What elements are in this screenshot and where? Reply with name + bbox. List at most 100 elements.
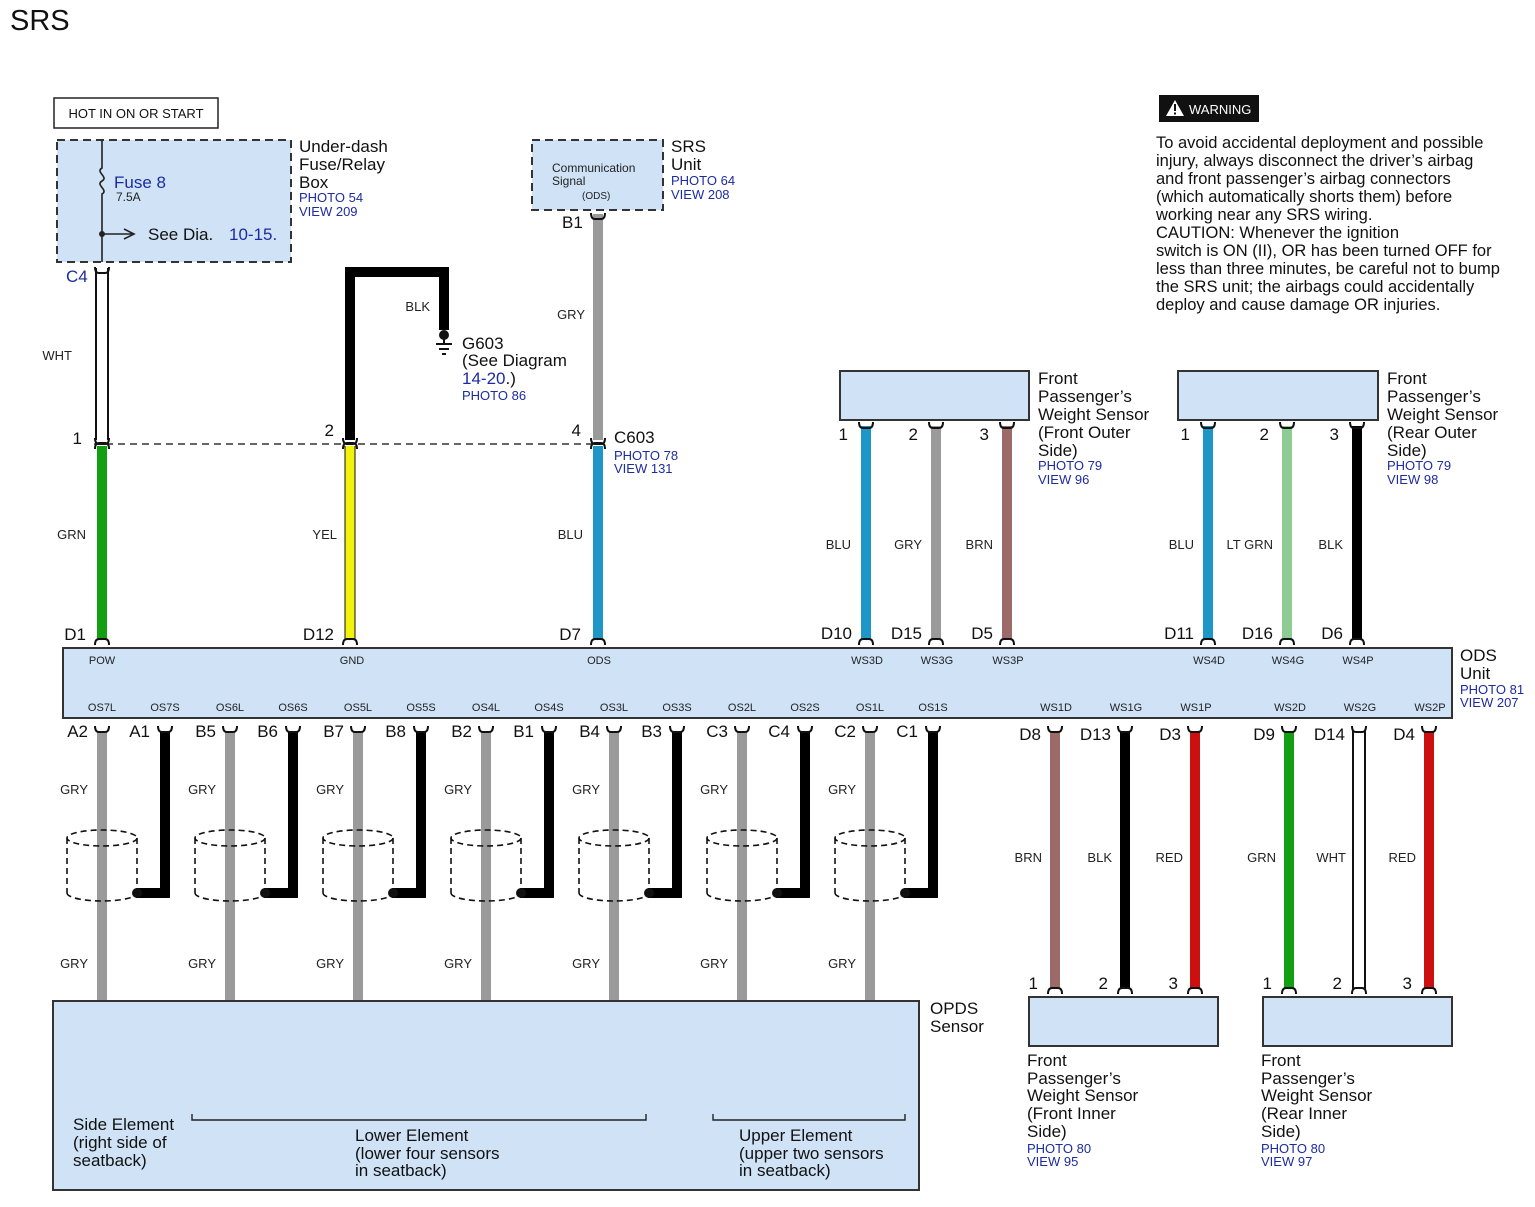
- c603-lower-pin: [94, 442, 110, 450]
- ods-pin: D4: [1393, 725, 1415, 744]
- sensor-view[interactable]: VIEW 96: [1038, 472, 1089, 487]
- sensor-pin: [858, 421, 874, 429]
- sensor-photo[interactable]: PHOTO 80: [1027, 1141, 1091, 1156]
- opds-text-line: (lower four sensors: [355, 1144, 500, 1163]
- shield-bottom: [834, 892, 906, 902]
- wire-color-label: GRY: [700, 956, 728, 971]
- sensor-photo[interactable]: PHOTO 79: [1387, 458, 1451, 473]
- sensor-name-line: Front: [1387, 369, 1427, 388]
- ods-terminal-label: WS2G: [1344, 702, 1376, 714]
- ods-terminal-label: OS3L: [600, 702, 628, 714]
- sensor-name-line: Weight Sensor: [1038, 405, 1150, 424]
- rear-outer-sensor-label: Front Passenger’s Weight Sensor (Rear Ou…: [1387, 369, 1499, 487]
- fuse-box-photo[interactable]: PHOTO 54: [299, 190, 363, 205]
- sensor-photo[interactable]: PHOTO 79: [1038, 458, 1102, 473]
- ods-pin: B1: [513, 722, 534, 741]
- shield-drain-dot: [516, 888, 526, 898]
- wire-color-label: BLK: [1318, 537, 1343, 552]
- shield-bottom: [322, 892, 394, 902]
- shield-bottom: [706, 892, 778, 902]
- wire-color-label: BRN: [1015, 850, 1042, 865]
- ods-unit-name-2: Unit: [1460, 664, 1491, 683]
- sensor-pin: [1349, 421, 1365, 429]
- sensor-pin-number: 2: [1260, 425, 1269, 444]
- c603-lower-pin: [342, 442, 358, 450]
- shield-bottom: [66, 892, 138, 902]
- ods-terminal-label: WS3D: [851, 655, 883, 667]
- shield-bottom: [450, 892, 522, 902]
- sensor-name-line: (Front Inner: [1027, 1104, 1116, 1123]
- ods-pin: D15: [891, 624, 922, 643]
- ods-terminal-label: OS5S: [406, 702, 435, 714]
- sensor-name-line: Side): [1387, 441, 1427, 460]
- ods-bottom-pin: [157, 725, 173, 733]
- ods-terminal-label: ODS: [587, 655, 611, 667]
- shield-drain-dot: [772, 888, 782, 898]
- ods-terminal-label: WS3G: [921, 655, 953, 667]
- srs-unit-view[interactable]: VIEW 208: [671, 187, 730, 202]
- wire-color-label: GRY: [894, 537, 922, 552]
- sensor-photo[interactable]: PHOTO 80: [1261, 1141, 1325, 1156]
- rear-inner-sensor-label: Front Passenger’s Weight Sensor (Rear In…: [1261, 1051, 1373, 1169]
- wire-color-label: GRY: [316, 782, 344, 797]
- sensor-view[interactable]: VIEW 98: [1387, 472, 1438, 487]
- ods-terminal-label: OS7L: [88, 702, 116, 714]
- wire-os-blk: [904, 731, 938, 898]
- ods-bottom-pin: [413, 725, 429, 733]
- side-element-label: Side Element (right side of seatback): [73, 1115, 174, 1170]
- ods-bottom-pin: [541, 725, 557, 733]
- srs-signal-sub: (ODS): [582, 191, 610, 202]
- opds-name-2: Sensor: [930, 1017, 984, 1036]
- ods-bottom-pin: [1421, 725, 1437, 733]
- fuse-relay-box: [56, 139, 292, 263]
- ground-name: G603: [462, 334, 504, 353]
- opds-text-line: (upper two sensors: [739, 1144, 884, 1163]
- ods-pin: D16: [1242, 624, 1273, 643]
- sensor-pin-number: 3: [1330, 425, 1339, 444]
- sensor-name-line: Side): [1027, 1122, 1067, 1141]
- sensor-view[interactable]: VIEW 97: [1261, 1154, 1312, 1169]
- ods-pin: D3: [1159, 725, 1181, 744]
- ods-top-pin: [999, 638, 1015, 646]
- sensor-name-line: Weight Sensor: [1027, 1086, 1139, 1105]
- hot-label-box: [53, 97, 219, 129]
- ods-unit-box: [62, 647, 1453, 719]
- ods-pin: B5: [195, 722, 216, 741]
- opds-sensor-box: [52, 1000, 920, 1191]
- srs-unit-name-2: Unit: [671, 155, 702, 174]
- sensor-name-line: Weight Sensor: [1387, 405, 1499, 424]
- srs-unit-photo[interactable]: PHOTO 64: [671, 173, 735, 188]
- ods-bottom-pin: [1117, 725, 1133, 733]
- sensor-pin-number: 2: [1333, 974, 1342, 993]
- sensor-pin-number: 3: [980, 425, 989, 444]
- ods-pin: A1: [129, 722, 150, 741]
- c603-pin: 2: [325, 421, 334, 440]
- wire-color-label: WHT: [42, 348, 72, 363]
- wire-color-label: GRY: [60, 782, 88, 797]
- ods-terminal-label: WS1G: [1110, 702, 1142, 714]
- fuse-see-text: See Dia.: [148, 225, 213, 244]
- warning-line: the SRS unit; the airbags could accident…: [1156, 278, 1475, 296]
- wire-color-label: GRY: [557, 307, 585, 322]
- ground-photo[interactable]: PHOTO 86: [462, 388, 526, 403]
- c603-view[interactable]: VIEW 131: [614, 461, 673, 476]
- ground-see-line: (See Diagram: [462, 351, 567, 370]
- ods-pin: C1: [896, 722, 918, 741]
- opds-text-line: in seatback): [355, 1161, 447, 1180]
- ods-pin: C2: [834, 722, 856, 741]
- fuse-see-ref[interactable]: 10-15.: [229, 225, 277, 244]
- fuse-box-name-3: Box: [299, 173, 329, 192]
- wire-color-label: BLU: [826, 537, 851, 552]
- ground-see-ref[interactable]: 14-20: [462, 369, 505, 388]
- ods-unit-photo[interactable]: PHOTO 81: [1460, 682, 1524, 697]
- opds-text-line: (right side of: [73, 1133, 167, 1152]
- ground-see-end: .): [505, 369, 515, 388]
- ods-unit-view[interactable]: VIEW 207: [1460, 695, 1519, 710]
- sensor-pin-number: 1: [839, 425, 848, 444]
- wire-color-label: GRY: [316, 956, 344, 971]
- sensor-view[interactable]: VIEW 95: [1027, 1154, 1078, 1169]
- ods-pin: B7: [323, 722, 344, 741]
- c603-photo[interactable]: PHOTO 78: [614, 448, 678, 463]
- fuse-box-view[interactable]: VIEW 209: [299, 204, 358, 219]
